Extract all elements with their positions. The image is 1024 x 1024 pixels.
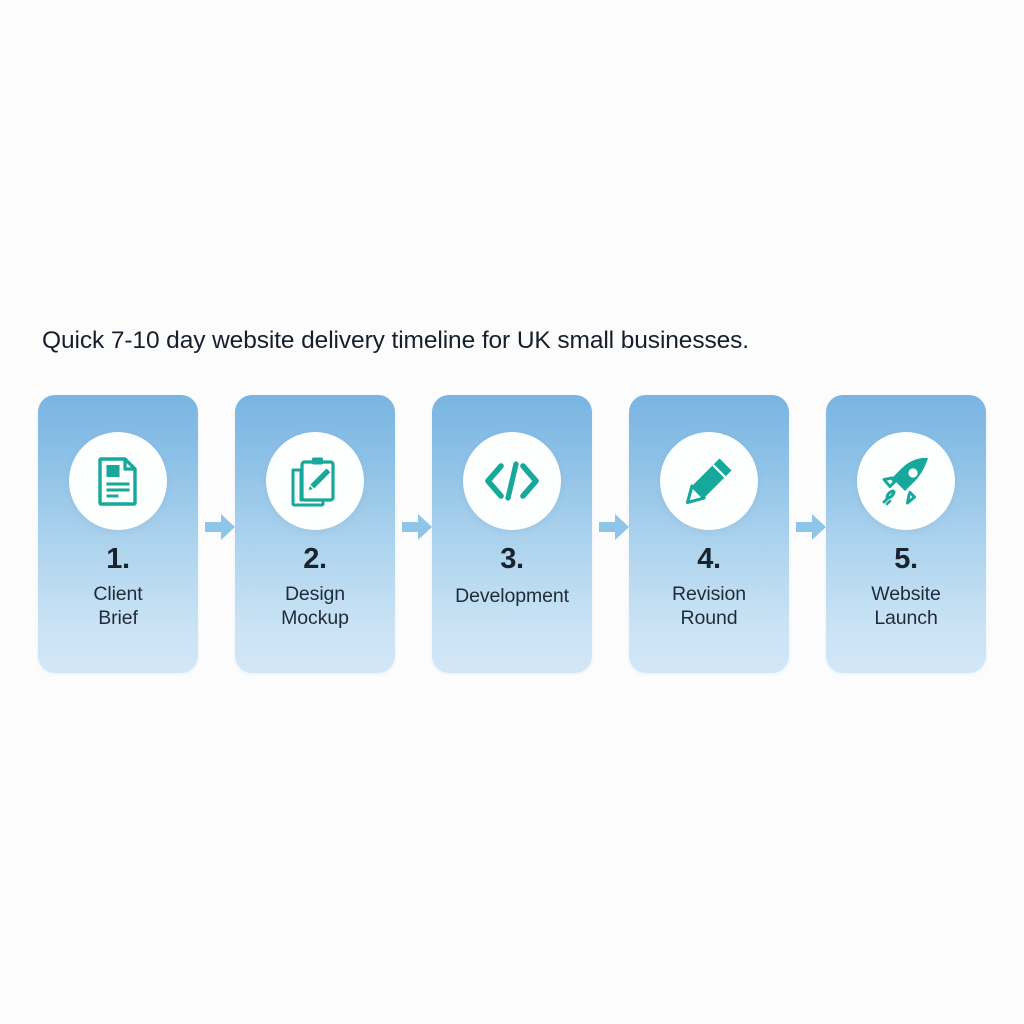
arrow-2-to-3 <box>401 512 433 542</box>
step-label-2-line2: Mockup <box>281 607 349 630</box>
step-text-5: 5. Website Launch <box>826 543 986 631</box>
step-label-5-line1: Website <box>871 583 941 606</box>
step-card-5[interactable]: 5. Website Launch <box>826 395 986 673</box>
icon-bubble-4 <box>660 432 758 530</box>
step-label-5-line2: Launch <box>874 607 938 630</box>
step-label-1-line2: Brief <box>98 607 138 630</box>
document-icon <box>91 454 145 508</box>
step-number-1: 1. <box>106 543 130 575</box>
arrow-right-icon <box>598 514 630 546</box>
step-label-5: Website Launch <box>832 583 980 631</box>
step-text-2: 2. Design Mockup <box>235 543 395 631</box>
arrow-right-icon <box>795 514 827 546</box>
process-flow: 1. Client Brief <box>38 395 986 675</box>
rocket-icon <box>879 454 933 508</box>
icon-bubble-1 <box>69 432 167 530</box>
step-label-3: Development <box>438 585 586 609</box>
step-label-4: Revision Round <box>635 583 783 631</box>
step-card-2[interactable]: 2. Design Mockup <box>235 395 395 673</box>
icon-bubble-3 <box>463 432 561 530</box>
step-card-3[interactable]: 3. Development <box>432 395 592 673</box>
arrow-3-to-4 <box>598 512 630 542</box>
arrow-right-icon <box>401 514 433 546</box>
step-card-1[interactable]: 1. Client Brief <box>38 395 198 673</box>
icon-bubble-2 <box>266 432 364 530</box>
step-text-1: 1. Client Brief <box>38 543 198 631</box>
code-brackets-icon <box>483 459 541 503</box>
step-label-3-line1: Development <box>455 585 569 608</box>
step-number-2: 2. <box>303 543 327 575</box>
icon-bubble-5 <box>857 432 955 530</box>
step-label-2: Design Mockup <box>241 583 389 631</box>
step-label-4-line2: Round <box>680 607 738 630</box>
clipboard-pencil-icon <box>288 454 342 508</box>
step-text-3: 3. Development <box>432 543 592 609</box>
step-label-4-line1: Revision <box>672 583 746 606</box>
step-label-1-line1: Client <box>93 583 143 606</box>
page-title: Quick 7-10 day website delivery timeline… <box>42 327 750 354</box>
step-number-4: 4. <box>697 543 721 575</box>
arrow-1-to-2 <box>204 512 236 542</box>
step-number-3: 3. <box>500 543 524 575</box>
arrow-4-to-5 <box>795 512 827 542</box>
arrow-right-icon <box>204 514 236 546</box>
pencil-icon <box>683 455 735 507</box>
step-number-5: 5. <box>894 543 918 575</box>
step-label-1: Client Brief <box>44 583 192 631</box>
step-card-4[interactable]: 4. Revision Round <box>629 395 789 673</box>
step-text-4: 4. Revision Round <box>629 543 789 631</box>
step-label-2-line1: Design <box>284 583 346 606</box>
